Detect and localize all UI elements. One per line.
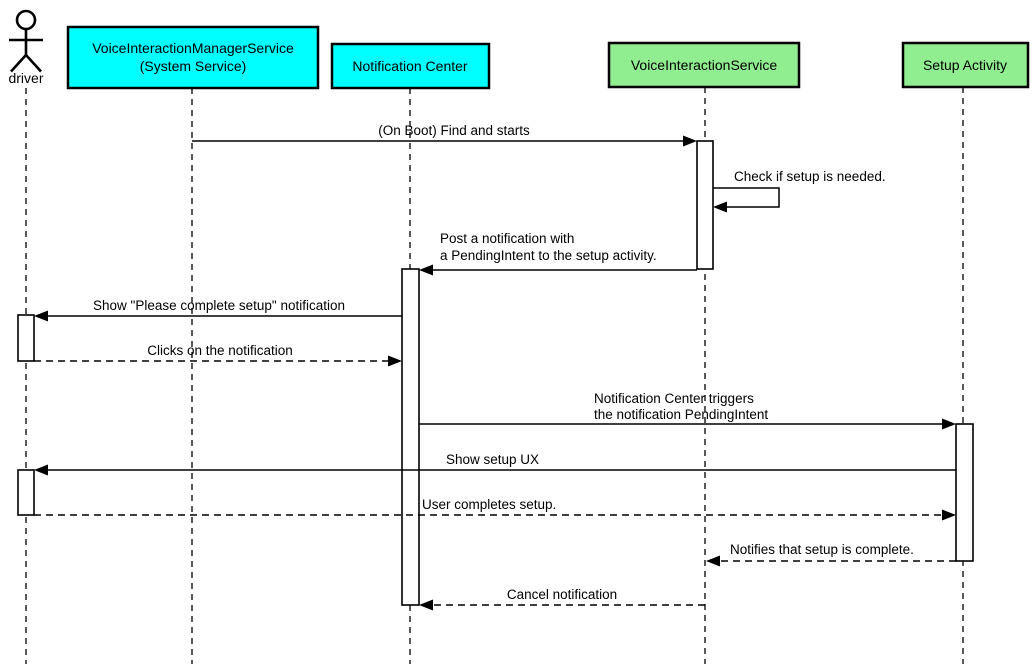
message-label-line1: Notification Center triggers — [594, 391, 754, 406]
participant-box — [330, 42, 491, 90]
activation-setup-activity — [955, 423, 974, 562]
participant-notification-center: Notification Center — [330, 42, 491, 90]
message-label: (On Boot) Find and starts — [378, 123, 530, 138]
message-cancel-notification: Cancel notification — [419, 587, 705, 611]
participant-voice-interaction-service: VoiceInteractionService — [607, 41, 801, 89]
participant-label: Notification Center — [352, 58, 468, 74]
arrowhead — [419, 264, 433, 276]
actor-label: driver — [8, 70, 43, 86]
message-user-completes-setup: User completes setup. — [34, 497, 956, 521]
arrowhead — [388, 355, 402, 367]
message-show-setup-ux: Show setup UX — [34, 452, 956, 476]
message-label-line2: a PendingIntent to the setup activity. — [440, 248, 657, 263]
message-notification-center-triggers-pendingintent: Notification Center triggers the notific… — [419, 391, 956, 430]
message-label: User completes setup. — [422, 497, 556, 512]
message-label: Notifies that setup is complete. — [730, 542, 914, 557]
arrowhead — [683, 135, 697, 147]
activation-driver-1 — [17, 314, 35, 362]
message-notifies-setup-complete: Notifies that setup is complete. — [706, 542, 956, 567]
message-label: Show setup UX — [446, 452, 539, 467]
participant-box — [66, 25, 320, 90]
message-label: Show "Please complete setup" notificatio… — [93, 298, 345, 313]
participant-setup-activity: Setup Activity — [901, 41, 1030, 89]
activation-driver-2 — [17, 469, 35, 516]
arrowhead — [34, 310, 48, 322]
arrowhead — [942, 509, 956, 521]
arrowhead — [34, 464, 48, 476]
message-label-line2: the notification PendingIntent — [594, 407, 768, 422]
message-clicks-on-the-notification: Clicks on the notification — [34, 343, 402, 367]
message-label: Clicks on the notification — [147, 343, 293, 358]
participant-label: Setup Activity — [923, 57, 1007, 73]
activation-voice-interaction-service — [696, 140, 714, 270]
arrowhead — [713, 201, 727, 213]
participant-box — [901, 41, 1030, 89]
actor-head-icon — [15, 9, 37, 31]
participant-box — [607, 41, 801, 89]
message-show-please-complete-setup-notification: Show "Please complete setup" notificatio… — [34, 298, 402, 322]
message-on-boot-find-and-starts: (On Boot) Find and starts — [192, 123, 697, 147]
participant-voice-interaction-manager-service: VoiceInteractionManagerService (System S… — [66, 25, 320, 90]
participant-label-line1: VoiceInteractionManagerService — [92, 40, 294, 56]
message-post-a-notification: Post a notification with a PendingIntent… — [419, 231, 697, 276]
arrowhead — [419, 599, 433, 611]
participant-label: VoiceInteractionService — [631, 57, 778, 73]
participant-label-line2: (System Service) — [140, 58, 247, 74]
message-label: Cancel notification — [507, 587, 617, 602]
arrowhead — [942, 418, 956, 430]
actor-driver: driver — [8, 9, 44, 86]
message-check-if-setup-is-needed: Check if setup is needed. — [713, 169, 886, 213]
message-label-line1: Post a notification with — [440, 231, 574, 246]
arrowhead — [706, 555, 720, 567]
actor-body-icon — [9, 29, 43, 73]
message-label: Check if setup is needed. — [734, 169, 886, 184]
activation-notification-center — [401, 268, 420, 606]
